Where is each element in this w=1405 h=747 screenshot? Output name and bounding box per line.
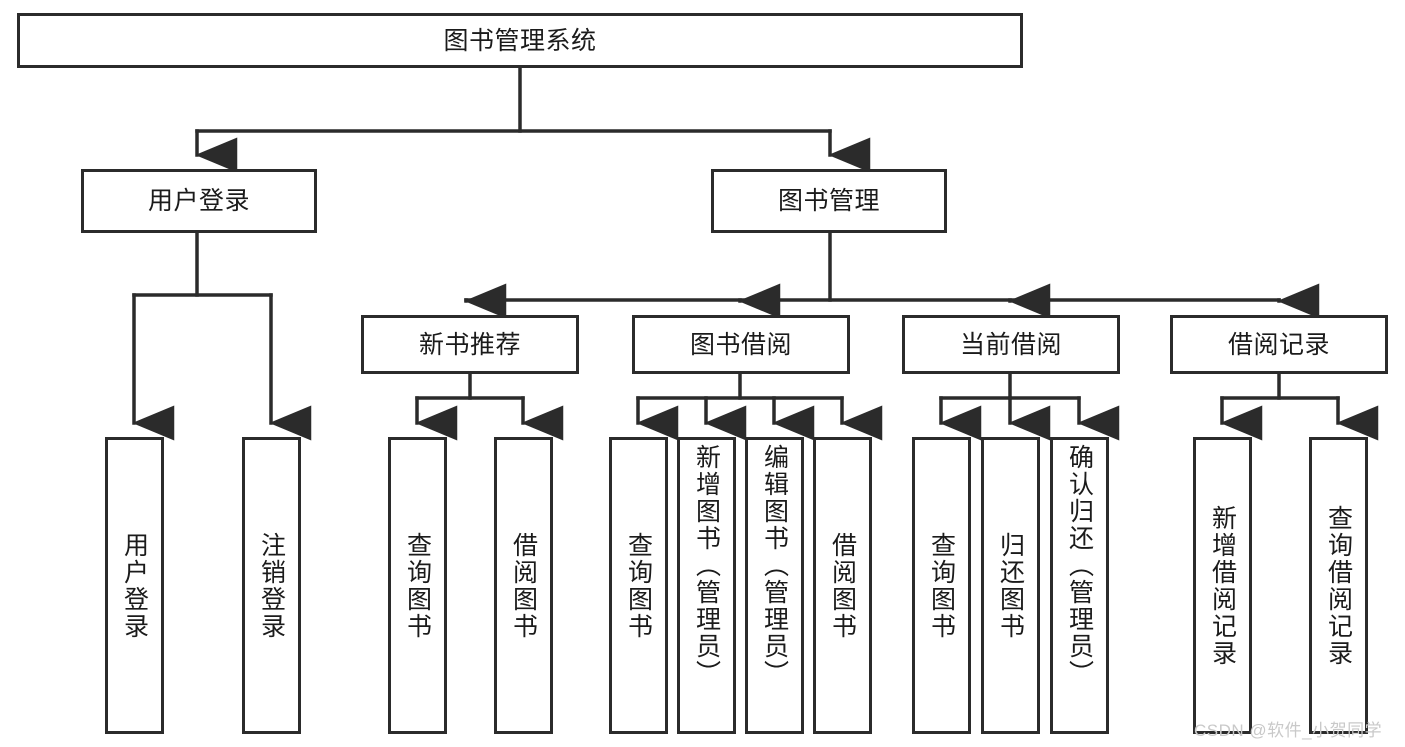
leaf-recommend-borrow-book[interactable]: 借阅图书 [494,437,553,734]
node-root-label: 图书管理系统 [443,26,597,55]
leaf-current-confirm-return-admin[interactable]: 确认归还（管理员） [1050,437,1109,734]
node-new-book-recommend[interactable]: 新书推荐 [361,315,579,374]
leaf-label: 借阅图书 [828,531,857,640]
leaf-label: 编辑图书（管理员） [760,444,789,687]
leaf-borrow-borrow-book[interactable]: 借阅图书 [813,437,872,734]
leaf-borrow-query-book[interactable]: 查询图书 [609,437,668,734]
node-borrow-record[interactable]: 借阅记录 [1170,315,1388,374]
leaf-borrow-add-book-admin[interactable]: 新增图书（管理员） [677,437,736,734]
leaf-label: 查询图书 [403,531,432,640]
node-current-borrow[interactable]: 当前借阅 [902,315,1120,374]
leaf-label: 查询图书 [927,531,956,640]
node-book-borrow-label: 图书借阅 [689,330,792,359]
leaf-recommend-query-book[interactable]: 查询图书 [388,437,447,734]
node-book-management[interactable]: 图书管理 [711,169,947,233]
node-user-login-label: 用户登录 [147,187,250,215]
leaf-label: 归还图书 [996,531,1025,640]
leaf-record-query-record[interactable]: 查询借阅记录 [1309,437,1368,734]
node-user-login[interactable]: 用户登录 [81,169,317,233]
leaf-label: 新增借阅记录 [1208,504,1237,667]
leaf-label: 注销登录 [257,531,286,640]
node-borrow-record-label: 借阅记录 [1227,330,1330,359]
node-root[interactable]: 图书管理系统 [17,13,1023,68]
leaf-label: 用户登录 [120,531,149,640]
leaf-record-add-record[interactable]: 新增借阅记录 [1193,437,1252,734]
leaf-label: 确认归还（管理员） [1065,444,1094,687]
leaf-current-return-book[interactable]: 归还图书 [981,437,1040,734]
csdn-watermark: CSDN @软件_小贺同学 [1194,721,1383,740]
leaf-label: 新增图书（管理员） [692,444,721,687]
leaf-user-login-login[interactable]: 用户登录 [105,437,164,734]
leaf-label: 查询借阅记录 [1324,504,1353,667]
leaf-label: 查询图书 [624,531,653,640]
leaf-user-login-logout[interactable]: 注销登录 [242,437,301,734]
node-new-book-recommend-label: 新书推荐 [418,330,521,359]
leaf-current-query-book[interactable]: 查询图书 [912,437,971,734]
leaf-borrow-edit-book-admin[interactable]: 编辑图书（管理员） [745,437,804,734]
node-book-management-label: 图书管理 [777,187,880,215]
node-book-borrow[interactable]: 图书借阅 [632,315,850,374]
node-current-borrow-label: 当前借阅 [959,330,1062,359]
leaf-label: 借阅图书 [509,531,538,640]
